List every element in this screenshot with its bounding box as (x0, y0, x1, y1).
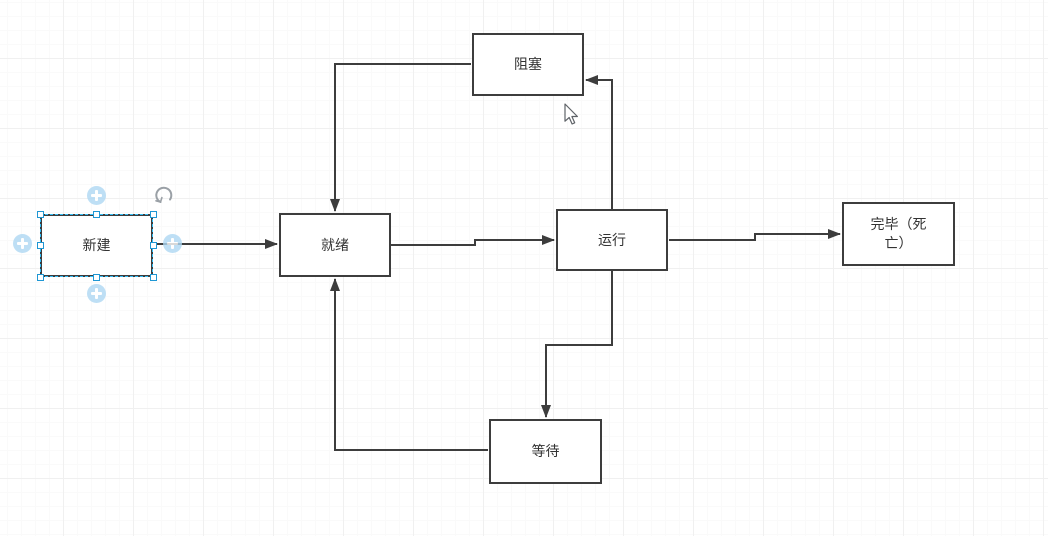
direction-arrow-top-icon[interactable] (87, 186, 106, 205)
node-label: 阻塞 (514, 56, 542, 73)
edge-ready-running[interactable] (391, 235, 555, 246)
node-label: 就绪 (321, 236, 349, 253)
node-label: 运行 (598, 231, 626, 248)
edge-running-finished[interactable] (669, 229, 841, 241)
selection-outline (40, 214, 153, 277)
resize-handle-n[interactable] (93, 211, 100, 218)
node-finished[interactable]: 完毕（死亡） (842, 202, 955, 266)
direction-arrow-left-icon[interactable] (13, 234, 32, 253)
node-ready[interactable]: 就绪 (279, 213, 391, 277)
node-waiting[interactable]: 等待 (489, 419, 602, 484)
edge-running-blocked[interactable] (585, 75, 613, 209)
edge-blocked-ready[interactable] (330, 63, 471, 212)
node-running[interactable]: 运行 (556, 209, 668, 271)
node-label: 完毕（死亡） (870, 216, 927, 251)
node-label: 新建 (82, 237, 111, 254)
direction-arrow-bottom-icon[interactable] (87, 284, 106, 303)
node-blocked[interactable]: 阻塞 (472, 33, 584, 96)
resize-handle-se[interactable] (150, 274, 157, 281)
edge-waiting-ready[interactable] (330, 278, 488, 451)
resize-handle-s[interactable] (93, 274, 100, 281)
resize-handle-w[interactable] (37, 242, 44, 249)
node-label: 等待 (531, 443, 560, 460)
edge-running-waiting[interactable] (541, 271, 613, 418)
resize-handle-sw[interactable] (37, 274, 44, 281)
resize-handle-e[interactable] (150, 242, 157, 249)
resize-handle-ne[interactable] (150, 211, 157, 218)
direction-arrow-right-icon[interactable] (163, 234, 182, 253)
resize-handle-nw[interactable] (37, 211, 44, 218)
